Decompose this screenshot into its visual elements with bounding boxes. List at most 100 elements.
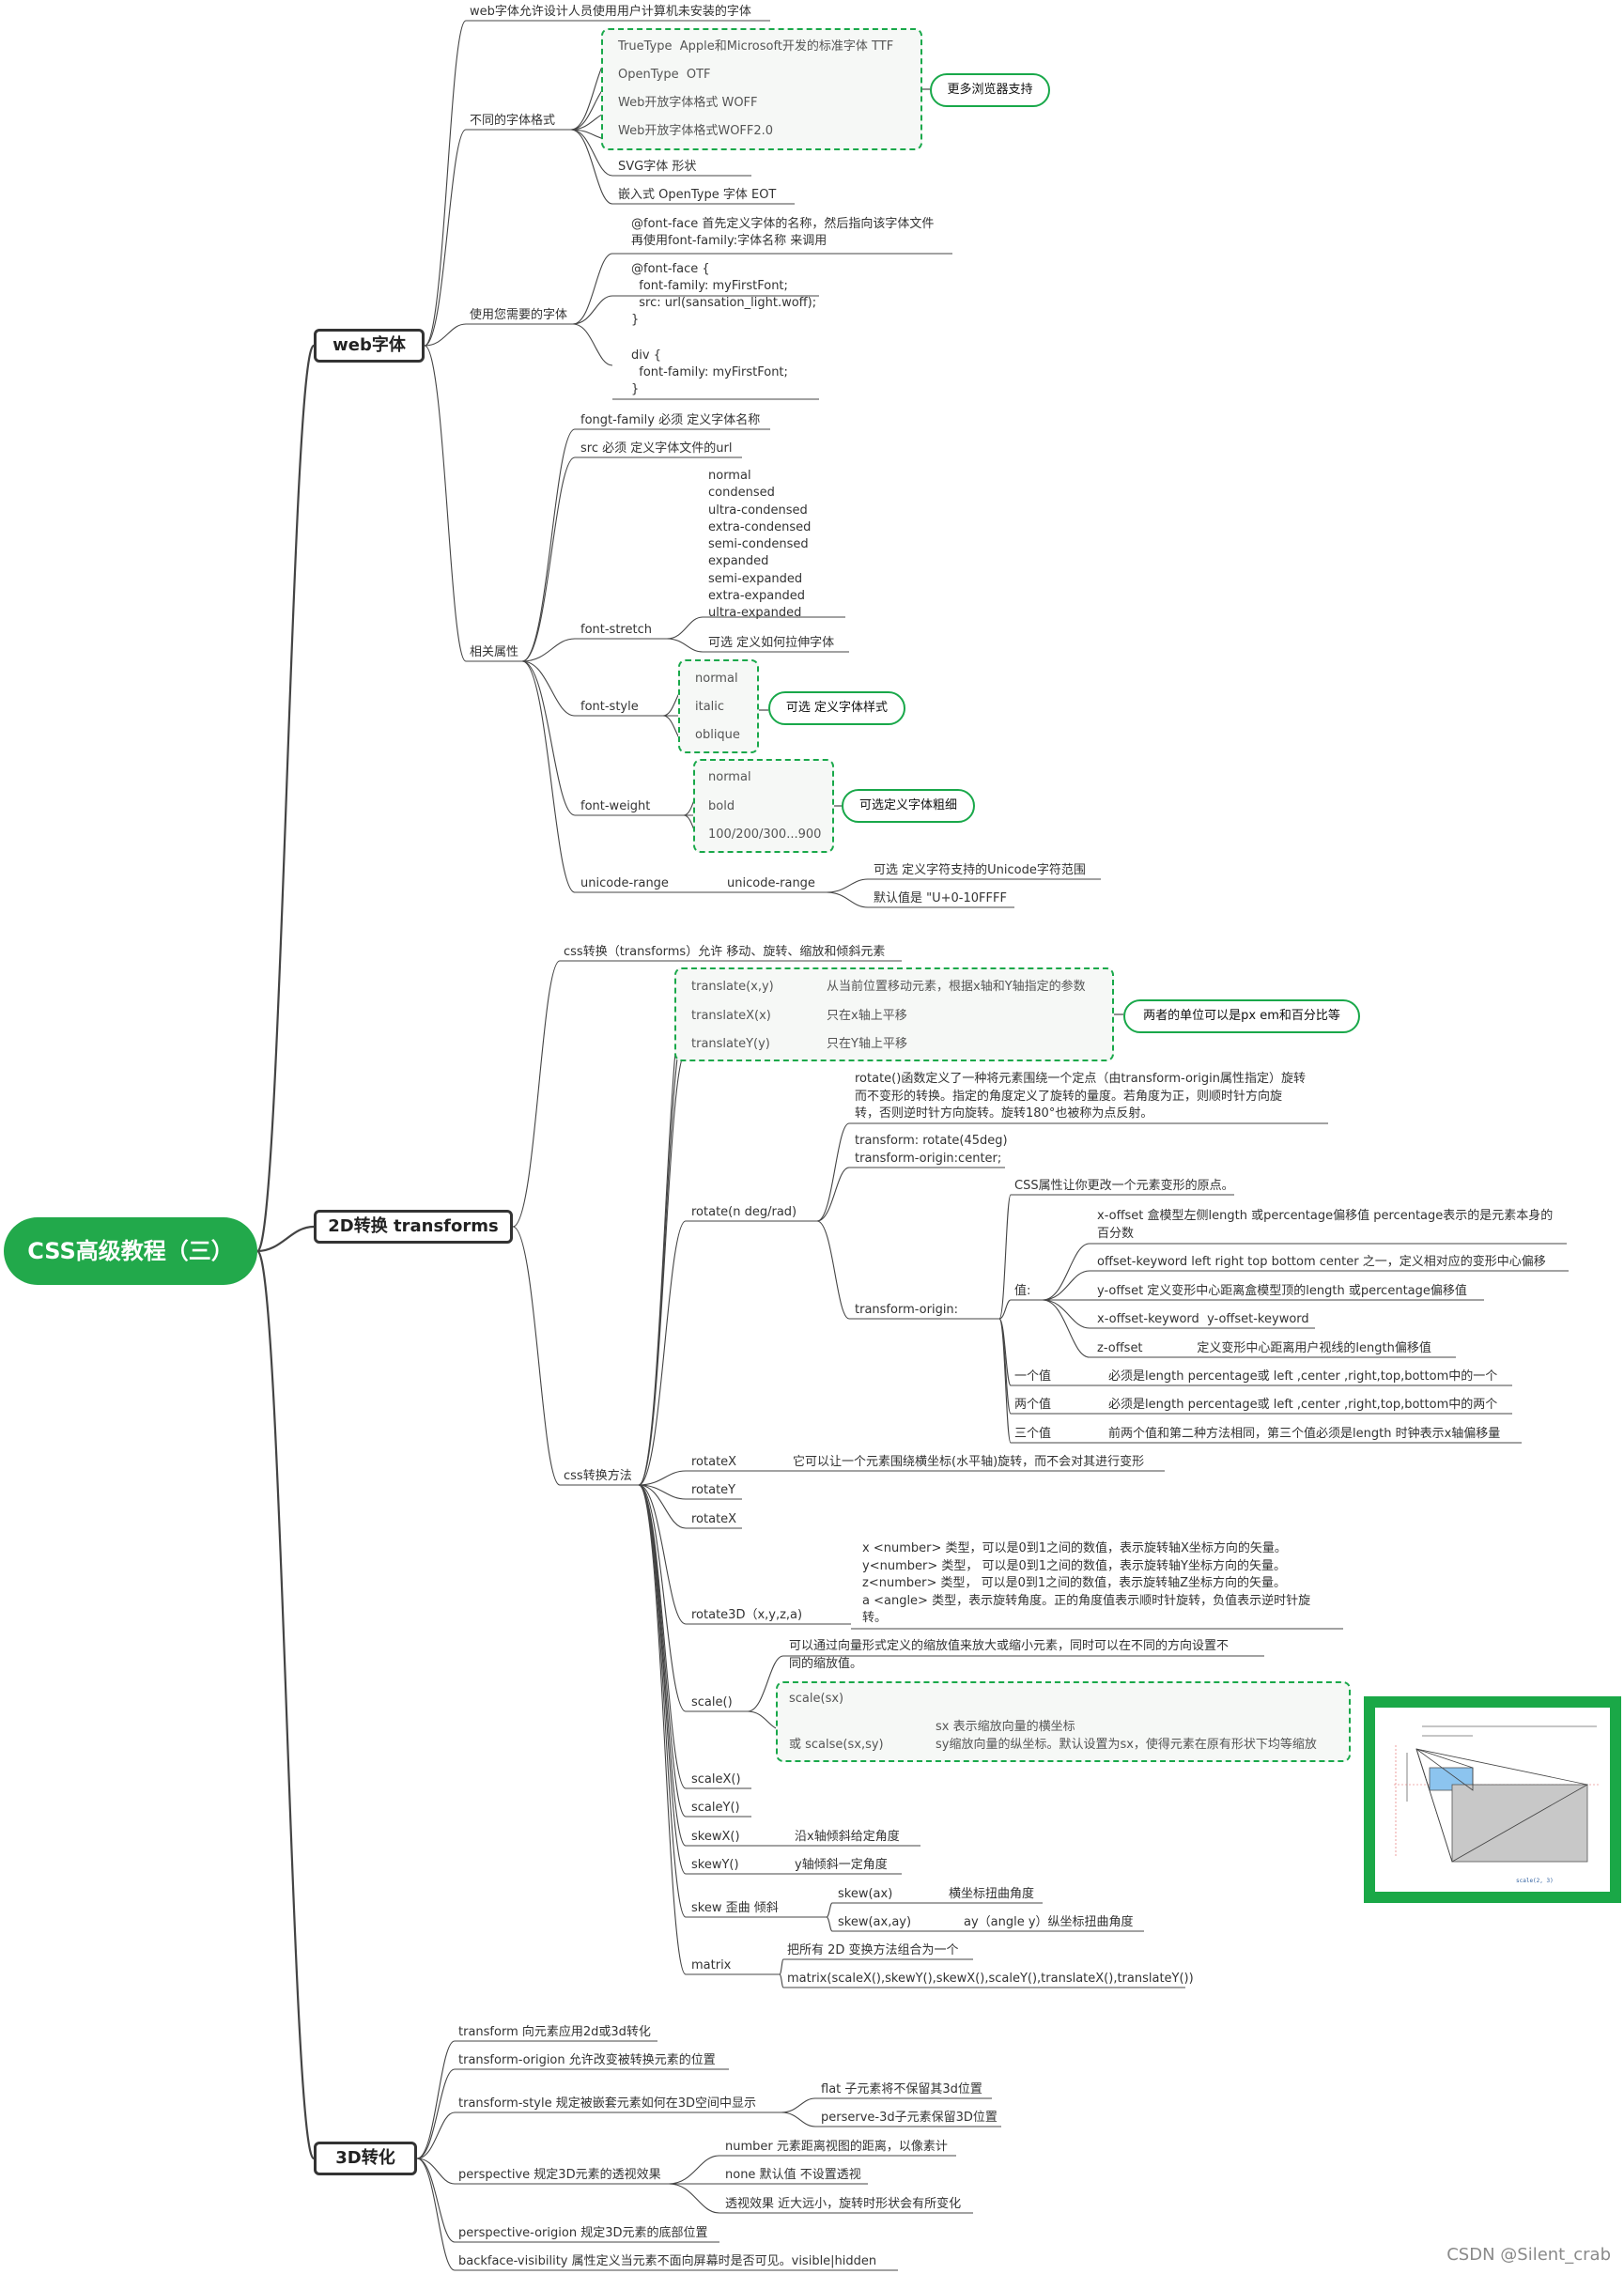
scaley-label[interactable]: scaleY() [691, 1801, 740, 1815]
transform-origin-desc[interactable]: CSS属性让你更改一个元素变形的原点。 [1014, 1179, 1234, 1193]
prop-font-weight[interactable]: font-weight [580, 799, 651, 813]
matrix-code[interactable]: matrix(scaleX(),skewY(),skewX(),scaleY()… [787, 1972, 1194, 1986]
skewy-desc[interactable]: y轴倾斜一定角度 [795, 1858, 888, 1872]
skew-item-name[interactable]: skew(ax) [838, 1887, 893, 1901]
3d-item[interactable]: perspective-origion 规定3D元素的底部位置 [458, 2226, 708, 2240]
prop-font-stretch[interactable]: font-stretch [580, 623, 652, 637]
origin-count-desc[interactable]: 必须是length percentage或 left ,center ,righ… [1108, 1398, 1498, 1412]
origin-value[interactable]: z-offset 定义变形中心距离用户视线的length偏移值 [1097, 1341, 1431, 1355]
font-style-value[interactable]: italic [695, 700, 725, 714]
prop-unicode-range[interactable]: unicode-range [580, 876, 669, 890]
branch-3d-transforms[interactable]: 3D转化 [314, 2142, 417, 2175]
rotate3d-label[interactable]: rotate3D（x,y,z,a) [691, 1608, 803, 1622]
origin-values-label[interactable]: 值: [1014, 1284, 1031, 1298]
origin-count-label[interactable]: 三个值 [1014, 1427, 1052, 1441]
web-fonts-intro[interactable]: web字体允许设计人员使用用户计算机未安装的字体 [470, 5, 751, 19]
font-format-item[interactable]: OpenType OTF [618, 68, 711, 82]
origin-count-desc[interactable]: 前两个值和第二种方法相同，第三个值必须是length 时钟表示x轴偏移量 [1108, 1427, 1501, 1441]
rotate3d-desc[interactable]: x <number> 类型，可以是0到1之间的数值，表示旋转轴X坐标方向的矢量。… [862, 1541, 1311, 1625]
font-weight-value[interactable]: normal [708, 770, 751, 784]
rotate-label[interactable]: rotate(n deg/rad) [691, 1205, 797, 1219]
font-weight-value[interactable]: 100/200/300...900 [708, 828, 822, 842]
font-format-item[interactable]: Web开放字体格式WOFF2.0 [618, 124, 774, 138]
font-format-extra[interactable]: 嵌入式 OpenType 字体 EOT [618, 188, 777, 202]
font-format-extra[interactable]: SVG字体 形状 [618, 160, 697, 174]
3d-item[interactable]: transform-origion 允许改变被转换元素的位置 [458, 2053, 716, 2067]
style-note-bubble[interactable]: 可选 定义字体样式 [768, 691, 905, 725]
skewy-label[interactable]: skewY() [691, 1858, 739, 1872]
scale-syntax-2[interactable]: 或 scalse(sx,sy) [789, 1738, 884, 1752]
translate-desc[interactable]: 从当前位置移动元素，根据x轴和Y轴指定的参数 [827, 980, 1086, 994]
branch-2d-transforms[interactable]: 2D转换 transforms [314, 1210, 513, 1244]
3d-child[interactable]: perserve-3d子元素保留3D位置 [821, 2111, 998, 2125]
unicode-note[interactable]: 可选 定义字符支持的Unicode字符范围 [874, 863, 1086, 877]
transforms-intro[interactable]: css转换（transforms）允许 移动、旋转、缩放和倾斜元素 [564, 945, 886, 959]
3d-child[interactable]: number 元素距离视图的距离，以像素计 [725, 2140, 948, 2154]
translate-name[interactable]: translateY(y) [691, 1037, 770, 1051]
origin-value[interactable]: offset-keyword left right top bottom cen… [1097, 1255, 1546, 1269]
branch-web-fonts[interactable]: web字体 [314, 329, 425, 363]
rotatex-label[interactable]: rotateX [691, 1455, 737, 1469]
rotate-desc[interactable]: rotate()函数定义了一种将元素围绕一个定点（由transform-orig… [855, 1072, 1306, 1121]
3d-item[interactable]: backface-visibility 属性定义当元素不面向屏幕时是否可见。vi… [458, 2254, 877, 2268]
rotatex-label-2[interactable]: rotateX [691, 1512, 737, 1526]
origin-count-desc[interactable]: 必须是length percentage或 left ,center ,righ… [1108, 1369, 1498, 1384]
unicode-note[interactable]: 默认值是 "U+0-10FFFF [874, 891, 1007, 905]
scale-desc[interactable]: 可以通过向量形式定义的缩放值来放大或缩小元素，同时可以在不同的方向设置不 同的缩… [789, 1639, 1230, 1671]
related-props-label[interactable]: 相关属性 [470, 645, 519, 659]
skew-item-desc[interactable]: 横坐标扭曲角度 [949, 1887, 1035, 1901]
scale-label[interactable]: scale() [691, 1695, 733, 1709]
transform-methods-label[interactable]: css转换方法 [564, 1469, 632, 1483]
scalex-label[interactable]: scaleX() [691, 1772, 741, 1787]
root-node[interactable]: CSS高级教程（三） [4, 1217, 257, 1285]
font-style-value[interactable]: oblique [695, 728, 740, 742]
3d-item[interactable]: transform 向元素应用2d或3d转化 [458, 2025, 651, 2039]
scale-syntax-1[interactable]: scale(sx) [789, 1692, 844, 1706]
3d-child[interactable]: 透视效果 近大远小，旋转时形状会有所变化 [725, 2197, 962, 2211]
rotatex-desc[interactable]: 它可以让一个元素围绕横坐标(水平轴)旋转，而不会对其进行变形 [793, 1455, 1145, 1469]
usage-text-1[interactable]: @font-face 首先定义字体的名称，然后指向该字体文件 再使用font-f… [631, 217, 935, 248]
transform-origin-label[interactable]: transform-origin: [855, 1303, 959, 1317]
translate-desc[interactable]: 只在x轴上平移 [827, 1009, 907, 1023]
scale-illustration[interactable]: scale(2, 3) [1364, 1696, 1621, 1903]
3d-item[interactable]: transform-style 规定被嵌套元素如何在3D空间中显示 [458, 2096, 757, 2111]
prop-font-style[interactable]: font-style [580, 700, 639, 714]
unicode-range-sub[interactable]: unicode-range [727, 876, 815, 890]
skew-item-desc[interactable]: ay（angle y）纵坐标扭曲角度 [964, 1915, 1134, 1929]
matrix-desc[interactable]: 把所有 2D 变换方法组合为一个 [787, 1943, 959, 1957]
skew-item-name[interactable]: skew(ax,ay) [838, 1915, 912, 1929]
font-style-value[interactable]: normal [695, 672, 738, 686]
3d-child[interactable]: none 默认值 不设置透视 [725, 2168, 861, 2182]
scale-syntax-desc[interactable]: sx 表示缩放向量的横坐标 sy缩放向量的纵坐标。默认设置为sx，使得元素在原有… [936, 1720, 1317, 1752]
translate-name[interactable]: translateX(x) [691, 1009, 771, 1023]
matrix-label[interactable]: matrix [691, 1958, 732, 1972]
3d-item[interactable]: perspective 规定3D元素的透视效果 [458, 2168, 661, 2182]
formats-note-bubble[interactable]: 更多浏览器支持 [930, 73, 1050, 107]
3d-child[interactable]: flat 子元素将不保留其3d位置 [821, 2082, 982, 2096]
skewx-desc[interactable]: 沿x轴倾斜给定角度 [795, 1830, 900, 1844]
rotate-code[interactable]: transform: rotate(45deg) transform-origi… [855, 1134, 1008, 1166]
origin-count-label[interactable]: 一个值 [1014, 1369, 1052, 1384]
translate-name[interactable]: translate(x,y) [691, 980, 774, 994]
origin-value[interactable]: y-offset 定义变形中心距离盒模型顶的length 或percentage… [1097, 1284, 1467, 1298]
origin-value[interactable]: x-offset-keyword y-offset-keyword [1097, 1312, 1309, 1326]
stretch-note[interactable]: 可选 定义如何拉伸字体 [708, 636, 835, 650]
skew-label[interactable]: skew 歪曲 倾斜 [691, 1901, 779, 1915]
prop-font-family[interactable]: fongt-family 必须 定义字体名称 [580, 413, 761, 427]
font-format-item[interactable]: Web开放字体格式 WOFF [618, 96, 758, 110]
font-formats-label[interactable]: 不同的字体格式 [470, 114, 556, 128]
skewx-label[interactable]: skewX() [691, 1830, 740, 1844]
stretch-values[interactable]: normal condensed ultra-condensed extra-c… [708, 469, 812, 621]
weight-note-bubble[interactable]: 可选定义字体粗细 [842, 789, 975, 823]
rotatey-label[interactable]: rotateY [691, 1483, 736, 1497]
font-weight-value[interactable]: bold [708, 799, 735, 813]
usage-text-2[interactable]: @font-face { font-family: myFirstFont; s… [631, 262, 817, 327]
translate-desc[interactable]: 只在Y轴上平移 [827, 1037, 907, 1051]
prop-src[interactable]: src 必须 定义字体文件的url [580, 441, 733, 456]
font-format-item[interactable]: TrueType Apple和Microsoft开发的标准字体 TTF [618, 39, 894, 54]
origin-count-label[interactable]: 两个值 [1014, 1398, 1052, 1412]
origin-value[interactable]: x-offset 盒模型左侧length 或percentage偏移值 perc… [1097, 1209, 1554, 1241]
usage-label[interactable]: 使用您需要的字体 [470, 308, 568, 322]
translate-note-bubble[interactable]: 两者的单位可以是px em和百分比等 [1123, 999, 1360, 1033]
usage-text-3[interactable]: div { font-family: myFirstFont; } [631, 348, 788, 396]
